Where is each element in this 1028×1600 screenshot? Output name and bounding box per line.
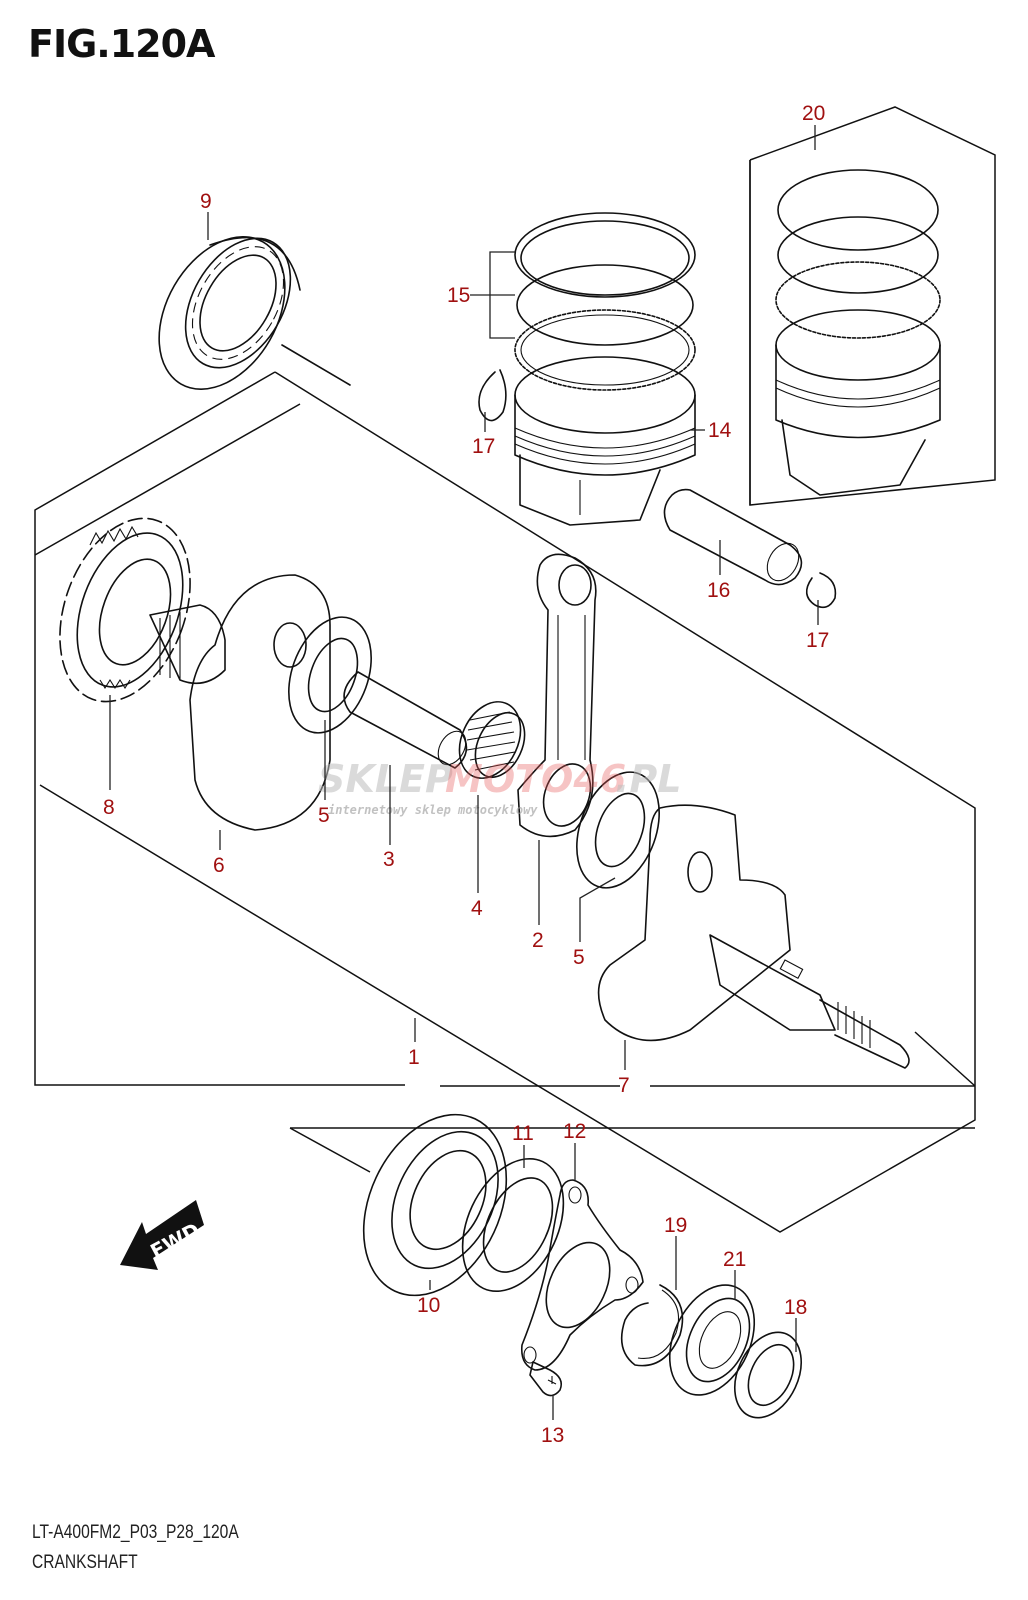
label-part-3: 3: [383, 848, 395, 871]
watermark-brand-gray: SKLEP: [318, 757, 453, 801]
label-part-5-right: 5: [573, 946, 585, 969]
label-part-18: 18: [784, 1296, 807, 1319]
part-labels: 9 15 17 14 20 16 17 8 6 5 3 4 2 5 1 7 10…: [103, 102, 829, 1447]
snap-ring-part: [620, 1284, 684, 1367]
label-part-2: 2: [532, 929, 544, 952]
label-part-8: 8: [103, 796, 115, 819]
thrust-washer-part-right: [576, 771, 660, 889]
oil-seal-small-part: [734, 1331, 802, 1419]
label-part-17-upper: 17: [472, 435, 495, 458]
piston-pin-part: [663, 488, 803, 586]
label-part-12: 12: [563, 1120, 586, 1143]
thrust-washer-part-left: [288, 616, 372, 734]
label-part-13: 13: [541, 1424, 564, 1447]
label-part-10: 10: [417, 1294, 440, 1317]
label-part-19: 19: [664, 1214, 687, 1237]
label-part-4: 4: [471, 897, 483, 920]
label-part-16: 16: [707, 579, 730, 602]
watermark-tagline: internetowy sklep motocyklowy: [328, 803, 538, 817]
watermark-brand-suffix: .PL: [615, 757, 682, 801]
piston-part: [514, 356, 696, 526]
left-bearing-part: [158, 236, 351, 390]
piston-ring-set-part: [514, 212, 696, 391]
label-part-6: 6: [213, 854, 225, 877]
label-part-15: 15: [447, 284, 470, 307]
connecting-rod-part: [517, 553, 597, 838]
circlip-part-lower: [805, 572, 837, 609]
fwd-direction-marker: FWD: [120, 1200, 204, 1270]
figure-name: CRANKSHAFT: [32, 1552, 138, 1573]
label-part-14: 14: [708, 419, 732, 442]
label-part-7: 7: [618, 1074, 630, 1097]
left-crank-web-part: [149, 574, 331, 831]
leader-lines: [109, 125, 819, 1420]
arrow-left-down-icon: [120, 1200, 204, 1270]
right-crank-web-part: [597, 804, 910, 1069]
right-bearing-part: [362, 1113, 508, 1297]
label-part-5-left: 5: [318, 804, 330, 827]
crankshaft-assembly-frame: [34, 371, 976, 1233]
oil-seal-part: [461, 1157, 565, 1293]
label-part-1: 1: [408, 1046, 420, 1069]
label-part-9: 9: [200, 190, 212, 213]
label-part-11: 11: [512, 1122, 534, 1145]
needle-bearing-part: [458, 701, 526, 779]
label-part-21: 21: [723, 1248, 746, 1271]
drive-gear-part: [59, 517, 191, 703]
watermark: SKLEP MOTO46 .PL internetowy sklep motoc…: [318, 757, 682, 817]
circlip-part-upper: [478, 369, 507, 422]
piston-set-frame: [749, 106, 996, 506]
piston-set-part: [775, 169, 941, 496]
label-part-20: 20: [802, 102, 825, 125]
watermark-brand-red: MOTO46: [445, 757, 626, 801]
ball-bearing-part: [668, 1284, 756, 1396]
label-part-17-lower: 17: [806, 629, 829, 652]
figure-code: LT-A400FM2_P03_P28_120A: [32, 1522, 239, 1543]
crank-pin-part: [343, 671, 468, 769]
figure-title: FIG.120A: [28, 22, 215, 66]
screw-part: [529, 1361, 563, 1397]
retainer-plate-part: [520, 1179, 644, 1371]
